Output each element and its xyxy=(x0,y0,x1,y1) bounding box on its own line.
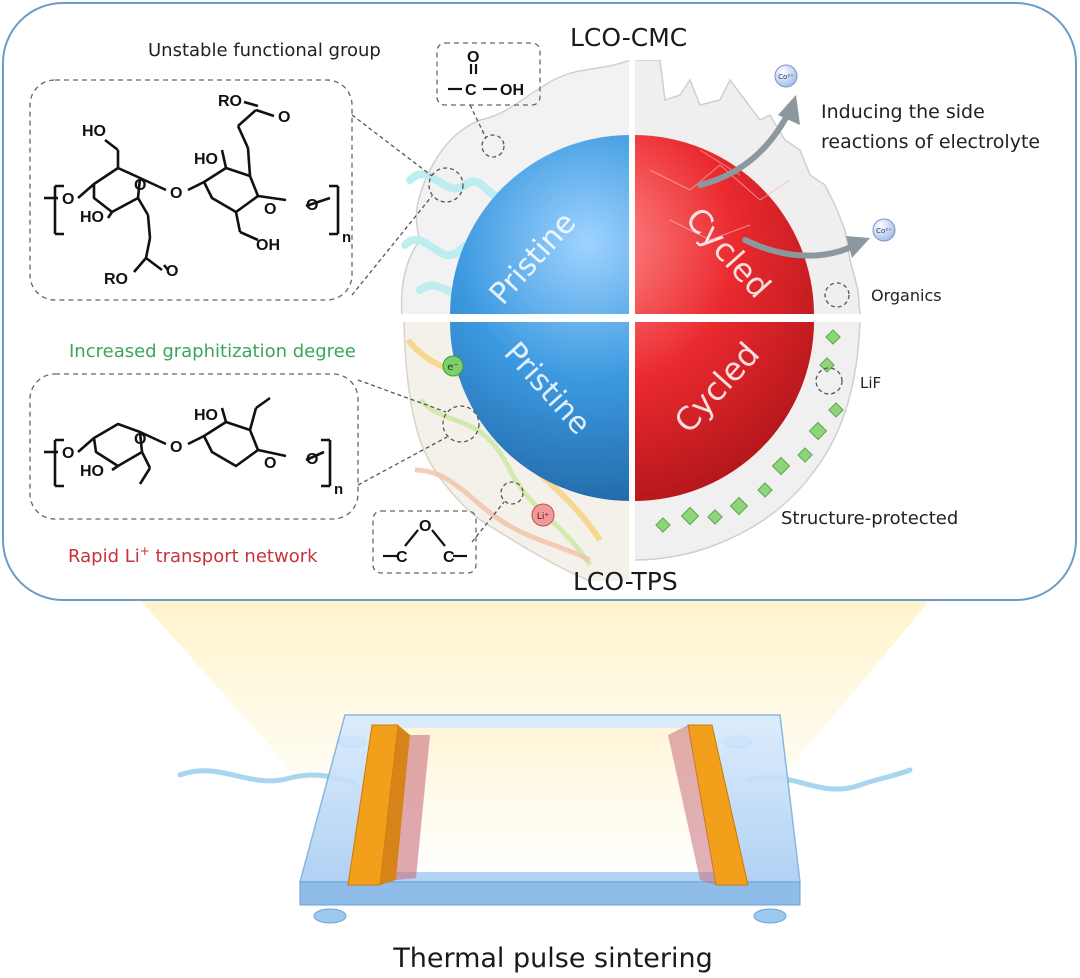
li-ion-badge: Li⁺ xyxy=(531,503,555,527)
cmc-coating xyxy=(400,60,630,315)
cmc-structure-box xyxy=(29,79,353,301)
cooh-bonds xyxy=(448,64,497,91)
cooh-c: C xyxy=(465,82,477,99)
label-inducing-line1: Inducing the side xyxy=(821,101,985,123)
ether-c1: C xyxy=(396,549,408,566)
cmc-subscript-n: n xyxy=(342,229,351,246)
cmc-o-right: O xyxy=(306,197,318,214)
cooh-box xyxy=(436,42,541,106)
quadrant-separator-horizontal xyxy=(395,314,870,322)
tps-ho-left: HO xyxy=(80,463,104,480)
cooh-oh: OH xyxy=(500,82,524,99)
cmc-o-ring1: O xyxy=(134,177,146,194)
co2-ion-1: Co²⁺ xyxy=(774,64,798,88)
side-reaction-arrow-2 xyxy=(742,237,858,259)
glowing-sample xyxy=(370,728,718,872)
quadrant-separator-vertical xyxy=(629,60,635,585)
co2-ion-2: Co²⁺ xyxy=(872,218,896,242)
lif-coating xyxy=(634,321,861,561)
ether-c2: C xyxy=(443,549,455,566)
cmc-oh-bottom: OH xyxy=(256,237,280,254)
arrow-head-1 xyxy=(778,95,800,125)
tps-o-ring2: O xyxy=(264,455,276,472)
glass-slab-side xyxy=(299,881,801,906)
tps-subscript-n: n xyxy=(334,481,343,498)
tps-o-left: O xyxy=(62,445,74,462)
label-thermal-pulse: Thermal pulse sintering xyxy=(392,943,713,974)
cmc-o-left: O xyxy=(62,191,74,208)
side-reaction-arrow-1 xyxy=(697,107,793,188)
li-ion-label: Li⁺ xyxy=(537,512,550,522)
tps-o-bridge: O xyxy=(170,439,182,456)
co2-ion-label-2: Co²⁺ xyxy=(876,227,892,235)
ether-bonds xyxy=(383,529,467,558)
cmc-ho-mid: HO xyxy=(194,151,218,168)
cycled-top-coating xyxy=(634,60,861,315)
rapid-li-prefix: Rapid Li xyxy=(68,546,140,567)
tps-structure-box xyxy=(29,373,359,520)
label-lif: LiF xyxy=(860,374,881,392)
cmc-o-bridge: O xyxy=(170,185,182,202)
cmc-ho-top: HO xyxy=(82,123,106,140)
tps-o-right: O xyxy=(306,451,318,468)
cooh-o: O xyxy=(467,49,479,66)
label-structure-protected: Structure-protected xyxy=(781,508,958,529)
cmc-o-bottom: O xyxy=(166,263,178,280)
rapid-li-sup: + xyxy=(140,544,150,558)
label-unstable-group: Unstable functional group xyxy=(148,40,381,61)
cmc-ro-bottom: RO xyxy=(104,271,128,288)
electron-badge: e⁻ xyxy=(442,355,464,377)
cmc-ro-top: RO xyxy=(218,93,242,110)
label-inducing-line2: reactions of electrolyte xyxy=(821,131,1040,153)
label-lco-tps: LCO-TPS xyxy=(573,567,678,596)
cmc-o-ring2: O xyxy=(264,201,276,218)
electron-label: e⁻ xyxy=(447,362,458,373)
co2-ion-label-1: Co²⁺ xyxy=(778,73,794,81)
cmc-structure-bonds xyxy=(44,100,340,273)
label-graphitization: Increased graphitization degree xyxy=(69,341,356,362)
lif-crystals xyxy=(655,329,844,533)
tps-coating xyxy=(403,321,630,581)
tps-ho-top: HO xyxy=(194,407,218,424)
arrow-head-2 xyxy=(846,236,870,258)
label-organics: Organics xyxy=(871,286,942,305)
cmc-ho-left: HO xyxy=(80,209,104,226)
ether-box xyxy=(372,510,477,574)
ether-o: O xyxy=(419,518,431,535)
tps-o-ring1: O xyxy=(134,431,146,448)
label-lco-cmc: LCO-CMC xyxy=(570,23,687,52)
sintering-device xyxy=(177,714,913,924)
tps-structure-bonds xyxy=(44,396,332,488)
rapid-li-suffix: transport network xyxy=(150,546,318,567)
label-rapid-li: Rapid Li+ transport network xyxy=(68,544,318,567)
callout-markers xyxy=(351,104,850,543)
cmc-o-top: O xyxy=(278,109,290,126)
